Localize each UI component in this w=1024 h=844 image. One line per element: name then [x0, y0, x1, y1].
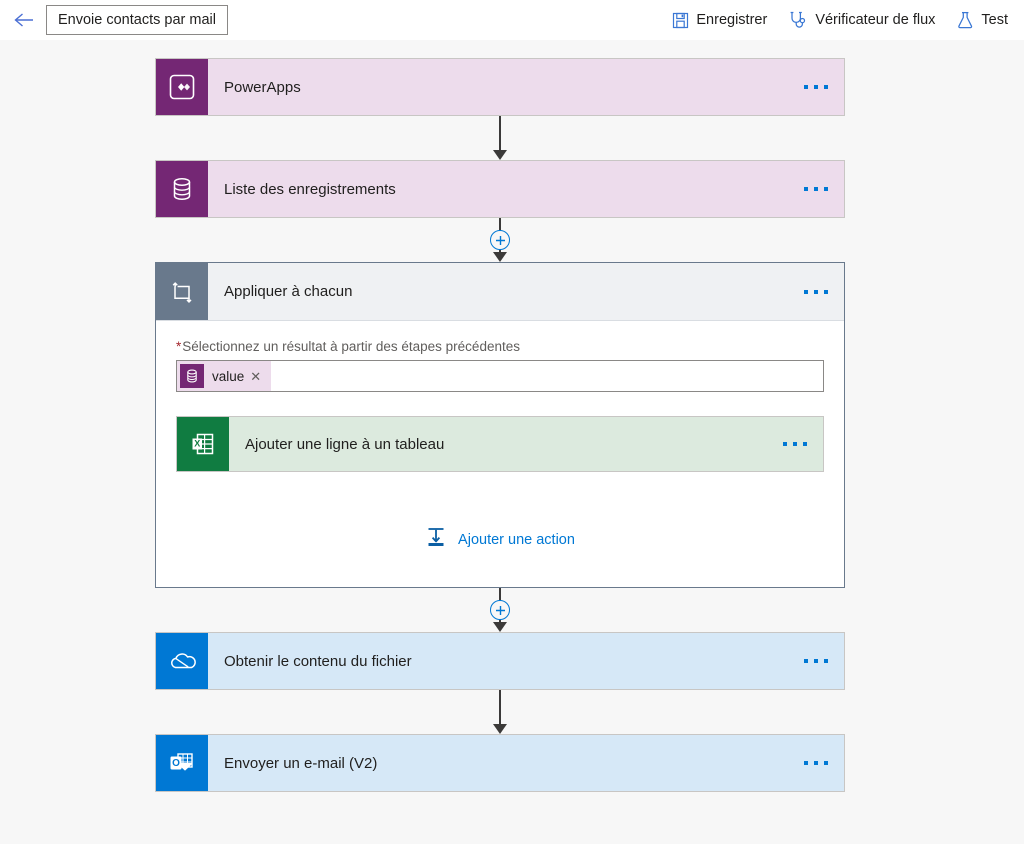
- flow-connector-insert: [155, 588, 845, 632]
- powerapps-icon: [156, 59, 208, 115]
- database-icon: [180, 364, 204, 388]
- flow-scope-apply-to-each[interactable]: Appliquer à chacun *Sélectionnez un résu…: [155, 262, 845, 588]
- ellipsis-icon[interactable]: [802, 79, 830, 95]
- save-floppy-icon: [672, 12, 689, 29]
- close-x-icon[interactable]: ✕: [250, 368, 262, 384]
- onedrive-icon: [156, 633, 208, 689]
- scope-input-field[interactable]: value ✕: [176, 360, 824, 392]
- excel-icon: X: [177, 417, 229, 471]
- ellipsis-icon[interactable]: [802, 284, 830, 300]
- flow-card-label: Envoyer un e-mail (V2): [224, 754, 378, 772]
- connector-line: [499, 116, 501, 150]
- command-bar-actions: Enregistrer Vérificateur de flux Tes: [672, 4, 1008, 36]
- flow-card-send-email[interactable]: O Envoyer un e-mail (V2): [155, 734, 845, 792]
- svg-text:O: O: [172, 758, 180, 769]
- flow-connector: [155, 690, 845, 734]
- plus-circle-icon[interactable]: [490, 230, 510, 250]
- scope-label: Appliquer à chacun: [224, 283, 353, 300]
- flow-card-body: Ajouter une ligne à un tableau: [229, 417, 823, 471]
- save-button[interactable]: Enregistrer: [672, 4, 767, 36]
- flow-card-label: Ajouter une ligne à un tableau: [245, 435, 445, 453]
- stethoscope-icon: [789, 11, 808, 29]
- test-button[interactable]: Test: [957, 4, 1008, 36]
- flow-card-label: Obtenir le contenu du fichier: [224, 652, 412, 670]
- flow-canvas: PowerApps Liste des enregistrements: [0, 40, 1024, 844]
- loop-icon: [156, 263, 208, 320]
- scope-header[interactable]: Appliquer à chacun: [156, 263, 844, 321]
- connector-arrow: [493, 724, 507, 734]
- insert-step-icon: [425, 526, 447, 553]
- flow-connector-insert: [155, 218, 845, 262]
- scope-header-body: Appliquer à chacun: [208, 263, 844, 320]
- flow-card-list-records[interactable]: Liste des enregistrements: [155, 160, 845, 218]
- flask-icon: [957, 11, 974, 29]
- flow-connector: [155, 116, 845, 160]
- dynamic-content-token[interactable]: value ✕: [177, 361, 272, 391]
- flow-title-input[interactable]: Envoie contacts par mail: [46, 5, 228, 35]
- flow-card-body: Envoyer un e-mail (V2): [208, 735, 844, 791]
- flow-title-text: Envoie contacts par mail: [58, 12, 216, 28]
- ellipsis-icon[interactable]: [802, 653, 830, 669]
- flow-graph: PowerApps Liste des enregistrements: [155, 58, 845, 792]
- flow-card-body: PowerApps: [208, 59, 844, 115]
- token-label: value: [212, 368, 245, 384]
- flow-card-body: Liste des enregistrements: [208, 161, 844, 217]
- required-marker: *: [176, 339, 182, 354]
- connector-arrow: [493, 150, 507, 160]
- flow-checker-button[interactable]: Vérificateur de flux: [789, 4, 935, 36]
- scope-inner-actions: X Ajouter une ligne à un tableau: [176, 416, 824, 472]
- flow-card-powerapps[interactable]: PowerApps: [155, 58, 845, 116]
- svg-text:X: X: [194, 438, 200, 448]
- flow-checker-label: Vérificateur de flux: [815, 12, 936, 28]
- add-action-button[interactable]: Ajouter une action: [425, 526, 575, 553]
- flow-card-label: Liste des enregistrements: [224, 180, 396, 198]
- add-action-row: Ajouter une action: [176, 472, 824, 587]
- flow-card-label: PowerApps: [224, 78, 301, 96]
- flow-card-get-file-content[interactable]: Obtenir le contenu du fichier: [155, 632, 845, 690]
- scope-field-label-text: Sélectionnez un résultat à partir des ét…: [182, 339, 520, 354]
- flow-card-add-row-to-table[interactable]: X Ajouter une ligne à un tableau: [176, 416, 824, 472]
- scope-field-label: *Sélectionnez un résultat à partir des é…: [176, 339, 824, 354]
- connector-arrow: [493, 252, 507, 262]
- command-bar: Envoie contacts par mail Enregistrer: [0, 0, 1024, 40]
- test-label: Test: [981, 12, 1008, 28]
- connector-line: [499, 690, 501, 724]
- plus-circle-icon[interactable]: [490, 600, 510, 620]
- back-arrow-icon[interactable]: [10, 6, 38, 34]
- database-icon: [156, 161, 208, 217]
- ellipsis-icon[interactable]: [781, 436, 809, 452]
- save-label: Enregistrer: [696, 12, 768, 28]
- ellipsis-icon[interactable]: [802, 181, 830, 197]
- connector-arrow: [493, 622, 507, 632]
- ellipsis-icon[interactable]: [802, 755, 830, 771]
- scope-content: *Sélectionnez un résultat à partir des é…: [156, 321, 844, 587]
- flow-card-body: Obtenir le contenu du fichier: [208, 633, 844, 689]
- outlook-icon: O: [156, 735, 208, 791]
- add-action-label: Ajouter une action: [458, 531, 575, 548]
